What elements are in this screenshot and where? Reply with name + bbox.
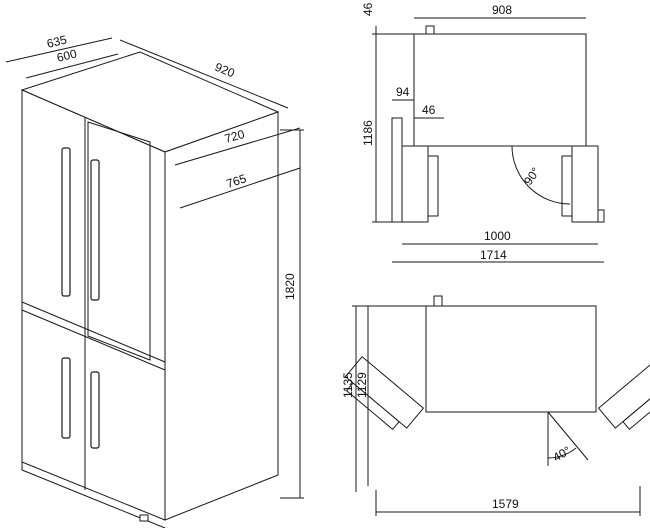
dim-765: 765: [225, 171, 249, 191]
top-left-door: [401, 145, 429, 223]
dim-720: 720: [223, 127, 246, 146]
dim-94: 94: [396, 85, 410, 99]
iso-dimensions: 635 600 920 720 765 1820: [5, 32, 304, 499]
fridge-front-face: [21, 89, 166, 521]
angle-90-arc: [511, 145, 571, 205]
bottom-view-body: [425, 305, 597, 413]
dim-908: 908: [492, 3, 512, 17]
bottom-right-door: [597, 356, 650, 430]
dim-1820: 1820: [283, 273, 297, 300]
foot: [139, 514, 149, 522]
top-view: [391, 25, 605, 223]
bottom-view-dimensions: 1135 1129 40° 1579: [341, 305, 641, 516]
upper-right-door: [87, 121, 151, 361]
top-view-dimensions: 908 46 1186 94 46 90° 1000 1714: [361, 2, 604, 263]
dim-1579: 1579: [492, 497, 519, 511]
dim-1000: 1000: [484, 229, 511, 243]
upper-right-handle: [90, 159, 100, 301]
dim-1714: 1714: [480, 248, 507, 262]
dim-46-door: 46: [422, 103, 436, 117]
bottom-left-door: [344, 356, 425, 430]
fridge-side-face: [164, 111, 279, 521]
dim-46-top: 46: [361, 2, 375, 16]
dim-920: 920: [213, 60, 237, 81]
dim-1129: 1129: [355, 372, 369, 398]
dim-635: 635: [45, 32, 68, 51]
dim-1135: 1135: [341, 372, 355, 398]
angle-90-label: 90°: [521, 165, 543, 188]
lower-right-handle: [90, 371, 100, 449]
dim-600: 600: [55, 46, 78, 65]
isometric-fridge: [20, 51, 280, 528]
door-split-horizontal: [21, 301, 166, 363]
angle-40-arc: [547, 447, 577, 459]
bottom-view: [344, 295, 650, 466]
top-view-body: [413, 33, 587, 147]
angle-40-label: 40°: [551, 443, 574, 464]
dim-1186: 1186: [361, 120, 375, 146]
upper-left-handle: [61, 147, 71, 297]
top-right-door: [571, 145, 599, 223]
lower-left-handle: [61, 357, 71, 439]
